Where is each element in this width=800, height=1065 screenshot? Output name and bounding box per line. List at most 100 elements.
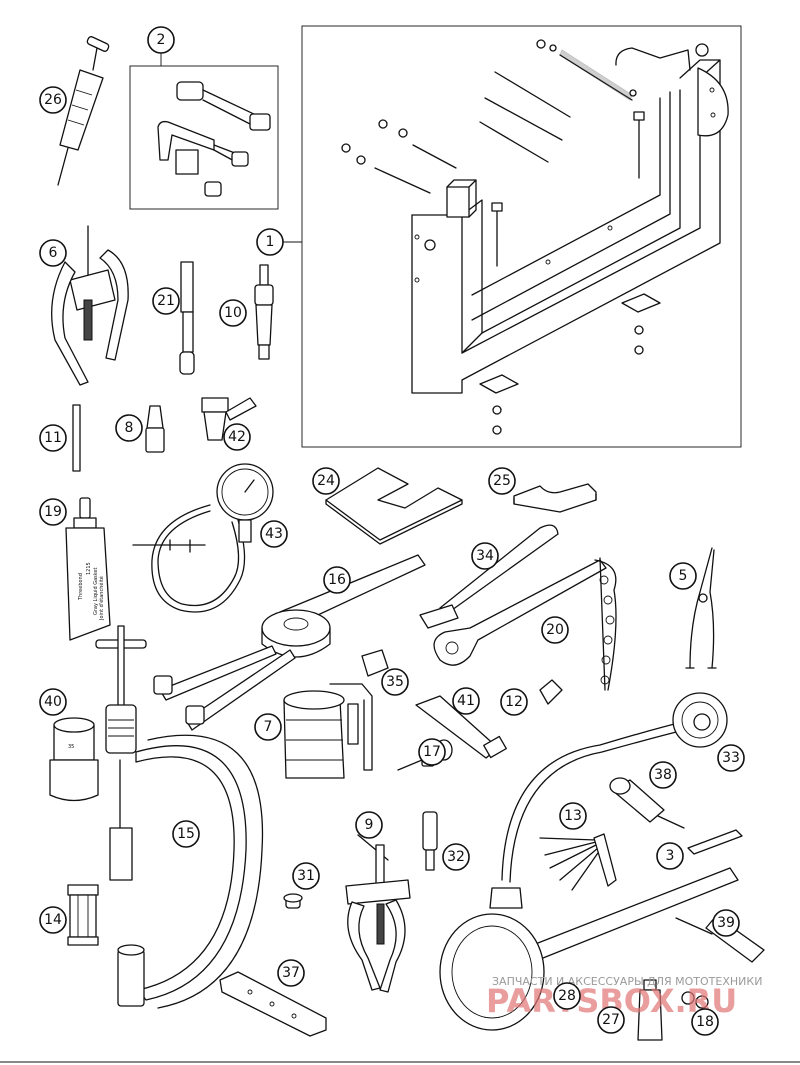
svg-text:35: 35: [386, 674, 404, 690]
svg-text:18: 18: [696, 1014, 714, 1030]
svg-text:26: 26: [44, 92, 62, 108]
svg-text:37: 37: [282, 965, 300, 981]
nut-18: [681, 991, 709, 1009]
tube-desc2-label: Joint d'étanchéité: [98, 576, 105, 621]
svg-text:7: 7: [264, 719, 273, 735]
callout-3: 3: [656, 842, 684, 870]
svg-text:42: 42: [228, 429, 246, 445]
callout-43: 43: [260, 520, 288, 548]
pin-11: [72, 404, 81, 472]
holding-wrench: [439, 867, 739, 1031]
bottle-27: [637, 979, 663, 1041]
engine-stand: [341, 39, 729, 435]
svg-text:27: 27: [602, 1012, 620, 1028]
callout-40: 40: [39, 688, 67, 716]
c-clamp-15: [95, 625, 264, 1009]
svg-text:43: 43: [265, 526, 283, 542]
callout-21: 21: [152, 287, 180, 315]
callout-14: 14: [39, 906, 67, 934]
svg-text:38: 38: [654, 767, 672, 783]
fitting-42: [201, 397, 257, 441]
callout-10: 10: [219, 299, 247, 327]
engine-stand-frame: [301, 25, 742, 448]
callout-5: 5: [669, 562, 697, 590]
pin-10: [254, 264, 274, 360]
svg-text:8: 8: [125, 420, 134, 436]
svg-text:25: 25: [493, 473, 511, 489]
svg-text:11: 11: [44, 430, 62, 446]
callout-27: 27: [597, 1006, 625, 1034]
svg-text:2: 2: [157, 32, 166, 48]
svg-text:39: 39: [717, 915, 735, 931]
tip-8: [145, 405, 165, 453]
plug-31: [283, 893, 303, 909]
puller-9: [345, 834, 411, 993]
tool-38: [609, 777, 685, 829]
svg-text:5: 5: [679, 568, 688, 584]
callout-32: 32: [442, 843, 470, 871]
filter-14: [67, 884, 99, 946]
svg-text:24: 24: [317, 473, 335, 489]
svg-text:6: 6: [49, 245, 58, 261]
callout-38: 38: [649, 761, 677, 789]
tube-code-label: 1215: [86, 562, 92, 575]
tool-12: [539, 679, 563, 705]
callout-34: 34: [471, 542, 499, 570]
callout-19: 19: [39, 498, 67, 526]
tube-desc-label: Gray Liquid Gasket: [93, 567, 99, 615]
callout-8: 8: [115, 414, 143, 442]
pressure-gauge: [132, 463, 274, 613]
callout-25: 25: [488, 467, 516, 495]
callout-31: 31: [292, 862, 320, 890]
syringe: [57, 36, 110, 186]
clamp-25: [513, 483, 597, 513]
feeler-gauge: [539, 833, 617, 891]
tool-32: [422, 811, 438, 871]
tool-41: [415, 695, 507, 759]
tool-2-frame: [129, 65, 279, 210]
plate-24: [325, 467, 463, 545]
svg-text:32: 32: [447, 849, 465, 865]
svg-text:41: 41: [457, 693, 475, 709]
ring-compressor: [283, 683, 373, 779]
svg-text:14: 14: [44, 912, 62, 928]
callout-28: 28: [553, 982, 581, 1010]
tool-2-pins: [157, 81, 271, 197]
callout-9: 9: [355, 811, 383, 839]
svg-text:20: 20: [546, 622, 564, 638]
callout-12: 12: [500, 688, 528, 716]
callout-11: 11: [39, 424, 67, 452]
callout-42: 42: [223, 423, 251, 451]
svg-text:3: 3: [666, 848, 675, 864]
callout-15: 15: [172, 820, 200, 848]
svg-text:17: 17: [423, 744, 441, 760]
callout-1: 1: [256, 228, 284, 256]
callout-13: 13: [559, 802, 587, 830]
flywheel-holder: [489, 692, 728, 909]
callout-17: 17: [418, 738, 446, 766]
svg-text:13: 13: [564, 808, 582, 824]
bracket-37: [219, 971, 327, 1037]
svg-text:19: 19: [44, 504, 62, 520]
callout-24: 24: [312, 467, 340, 495]
callout-16: 16: [323, 566, 351, 594]
puller-16: [153, 554, 426, 731]
sealant-tube: Threebond 1215 Gray Liquid Gasket Joint …: [65, 497, 111, 641]
callout-7: 7: [254, 713, 282, 741]
callout-39: 39: [712, 909, 740, 937]
callout-41: 41: [452, 687, 480, 715]
chain-wrench: [419, 524, 617, 691]
callout-35: 35: [381, 668, 409, 696]
callout-33: 33: [717, 744, 745, 772]
puller-6: [51, 225, 129, 386]
svg-text:40: 40: [44, 694, 62, 710]
adapter-35: [361, 649, 389, 677]
svg-text:33: 33: [722, 750, 740, 766]
svg-text:12: 12: [505, 694, 523, 710]
circlip-pliers: [685, 547, 717, 669]
svg-text:21: 21: [157, 293, 175, 309]
socket-40: 35: [49, 717, 99, 802]
callout-6: 6: [39, 239, 67, 267]
svg-text:9: 9: [365, 817, 374, 833]
